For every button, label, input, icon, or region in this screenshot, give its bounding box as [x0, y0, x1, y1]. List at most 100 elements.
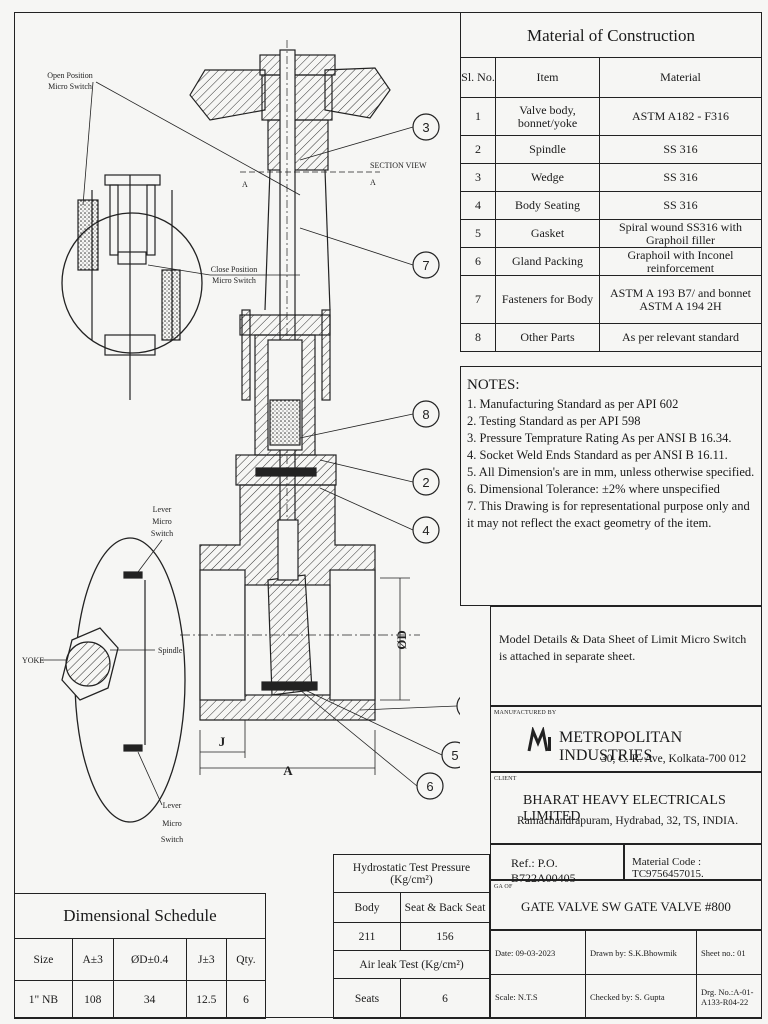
callout-3: 3	[422, 120, 429, 135]
note-item: 6. Dimensional Tolerance: ±2% where unsp…	[467, 482, 720, 496]
lever-top-label-2: Micro	[152, 517, 172, 526]
dim-header-od: ØD±0.4	[112, 938, 187, 981]
moc-cell-material: Spiral wound SS316 with Graphoil filler	[599, 219, 762, 248]
hydrostatic-title: Hydrostatic Test Pressure (Kg/cm²)	[333, 854, 490, 893]
moc-title: Material of Construction	[460, 12, 762, 58]
moc-cell-item: Fasteners for Body	[495, 275, 600, 324]
moc-cell-sl: 3	[460, 163, 496, 192]
note-item: 7. This Drawing is for representational …	[467, 499, 750, 530]
moc-header-material: Material	[599, 57, 762, 98]
client-block: CLIENT BHARAT HEAVY ELECTRICALS LIMITED …	[490, 772, 762, 844]
ga-title: GATE VALVE SW GATE VALVE #800	[521, 899, 731, 914]
spindle-label: Spindle	[158, 646, 183, 655]
moc-cell-material: ASTM A 193 B7/ and bonnet ASTM A 194 2H	[599, 275, 762, 324]
moc-cell-sl: 2	[460, 135, 496, 164]
moc-cell-material: ASTM A182 - F316	[599, 97, 762, 136]
moc-cell-material: Graphoil with Inconel reinforcement	[599, 247, 762, 276]
gate-valve-drawing: 3 7 8 2 4 1 5 6 SECTION VIEW A A Open Po…	[22, 40, 460, 844]
dim-cell-qty: 6	[225, 980, 267, 1019]
table-row: 1 Valve body, bonnet/yoke ASTM A182 - F3…	[460, 97, 762, 136]
moc-cell-item: Other Parts	[495, 323, 600, 352]
dim-a-label: A	[283, 763, 293, 778]
hydrostatic-header-seat: Seat & Back Seat	[400, 892, 490, 923]
table-row: 7 Fasteners for Body ASTM A 193 B7/ and …	[460, 275, 762, 324]
moc-cell-sl: 7	[460, 275, 496, 324]
callout-7: 7	[422, 258, 429, 273]
title-block-table: Date: 09-03-2023 Drawn by: S.K.Bhowmik S…	[490, 930, 762, 1019]
moc-cell-sl: 1	[460, 97, 496, 136]
lever-bottom-label-1: Lever	[163, 801, 182, 810]
moc-cell-material: SS 316	[599, 163, 762, 192]
air-leak-seats-label: Seats	[333, 978, 401, 1019]
moc-header-item: Item	[495, 57, 600, 98]
drawing-no-cell: Drg. No.:A-01-A133-R04-22	[696, 974, 762, 1019]
metropolitan-logo-icon	[527, 727, 551, 752]
note-item: 2. Testing Standard as per API 598	[467, 414, 641, 428]
drawn-by-cell: Drawn by: S.K.Bhowmik	[585, 930, 697, 975]
yoke-spindle-section	[65, 641, 111, 687]
moc-cell-item: Wedge	[495, 163, 600, 192]
note-item: 4. Socket Weld Ends Standard as per ANSI…	[467, 448, 728, 462]
moc-cell-sl: 4	[460, 191, 496, 220]
switch-detail-circle	[61, 212, 203, 354]
dim-cell-j: 12.5	[185, 980, 227, 1019]
table-row: 8 Other Parts As per relevant standard	[460, 323, 762, 352]
callout-8: 8	[422, 407, 429, 422]
open-switch-label-1: Open Position	[47, 71, 93, 80]
moc-cell-sl: 8	[460, 323, 496, 352]
moc-cell-material: SS 316	[599, 191, 762, 220]
hydrostatic-test-table: Hydrostatic Test Pressure (Kg/cm²) Body …	[333, 854, 490, 1019]
moc-cell-item: Gasket	[495, 219, 600, 248]
gland-packing	[269, 399, 301, 446]
moc-header-sl: Sl. No.	[460, 57, 496, 98]
moc-cell-item: Gland Packing	[495, 247, 600, 276]
moc-cell-item: Body Seating	[495, 191, 600, 220]
table-row: 4 Body Seating SS 316	[460, 191, 762, 220]
notes-heading: NOTES:	[467, 377, 520, 393]
moc-cell-material: SS 316	[599, 135, 762, 164]
manufacturer-block: MANUFACTURED BY METROPOLITAN INDUSTRIES …	[490, 706, 762, 772]
note-item: 1. Manufacturing Standard as per API 602	[467, 397, 679, 411]
callout-6: 6	[426, 779, 433, 794]
sheet-no-cell: Sheet no.: 01	[696, 930, 762, 975]
callout-5: 5	[451, 748, 458, 763]
lever-bottom-label-2: Micro	[162, 819, 182, 828]
reference-cell: Ref.: P.O. B722A00405	[490, 844, 624, 885]
client-name: BHARAT HEAVY ELECTRICALS LIMITED	[523, 793, 726, 824]
manufacturer-name: METROPOLITAN INDUSTRIES	[559, 729, 683, 764]
manufacturer-label: MANUFACTURED BY	[494, 710, 557, 716]
moc-cell-item: Spindle	[495, 135, 600, 164]
dim-header-j: J±3	[185, 938, 227, 981]
section-a-right: A	[370, 178, 376, 187]
table-row: 3 Wedge SS 316	[460, 163, 762, 192]
moc-cell-sl: 6	[460, 247, 496, 276]
dim-header-qty: Qty.	[225, 938, 267, 981]
handwheel-left-arm	[189, 69, 266, 121]
material-of-construction-table: Material of Construction Sl. No. Item Ma…	[460, 12, 762, 352]
dimensional-schedule-table: Dimensional Schedule Size A±3 ØD±0.4 J±3…	[14, 893, 267, 1019]
model-details-note: Model Details & Data Sheet of Limit Micr…	[490, 606, 762, 706]
table-row: 6 Gland Packing Graphoil with Inconel re…	[460, 247, 762, 276]
ga-block: GA OF GATE VALVE SW GATE VALVE #800	[490, 880, 762, 930]
material-code-cell: Material Code : TC9756457015.	[624, 844, 762, 880]
yoke-nut	[267, 119, 329, 171]
manufacturer-address: 30, C. R. Ave, Kolkata-700 012	[601, 753, 747, 765]
scale-cell: Scale: N.T.S	[490, 974, 586, 1019]
client-label: CLIENT	[494, 776, 517, 782]
hydrostatic-header-body: Body	[333, 892, 401, 923]
section-a-left: A	[242, 180, 248, 189]
hydrostatic-body-value: 211	[333, 922, 401, 951]
ga-label: GA OF	[494, 884, 513, 890]
dim-cell-a: 108	[71, 980, 114, 1019]
table-row: 2 Spindle SS 316	[460, 135, 762, 164]
callout-4: 4	[422, 523, 429, 538]
dim-cell-od: 34	[112, 980, 187, 1019]
callout-2: 2	[422, 475, 429, 490]
table-row: 5 Gasket Spiral wound SS316 with Graphoi…	[460, 219, 762, 248]
air-leak-seats-value: 6	[400, 978, 490, 1019]
lever-bottom-label-3: Switch	[161, 835, 183, 844]
open-switch-label-2: Micro Switch	[48, 82, 92, 91]
notes-section: NOTES: 1. Manufacturing Standard as per …	[460, 366, 762, 606]
dim-od-label: ØD	[394, 630, 409, 650]
lever-top-label-1: Lever	[153, 505, 172, 514]
